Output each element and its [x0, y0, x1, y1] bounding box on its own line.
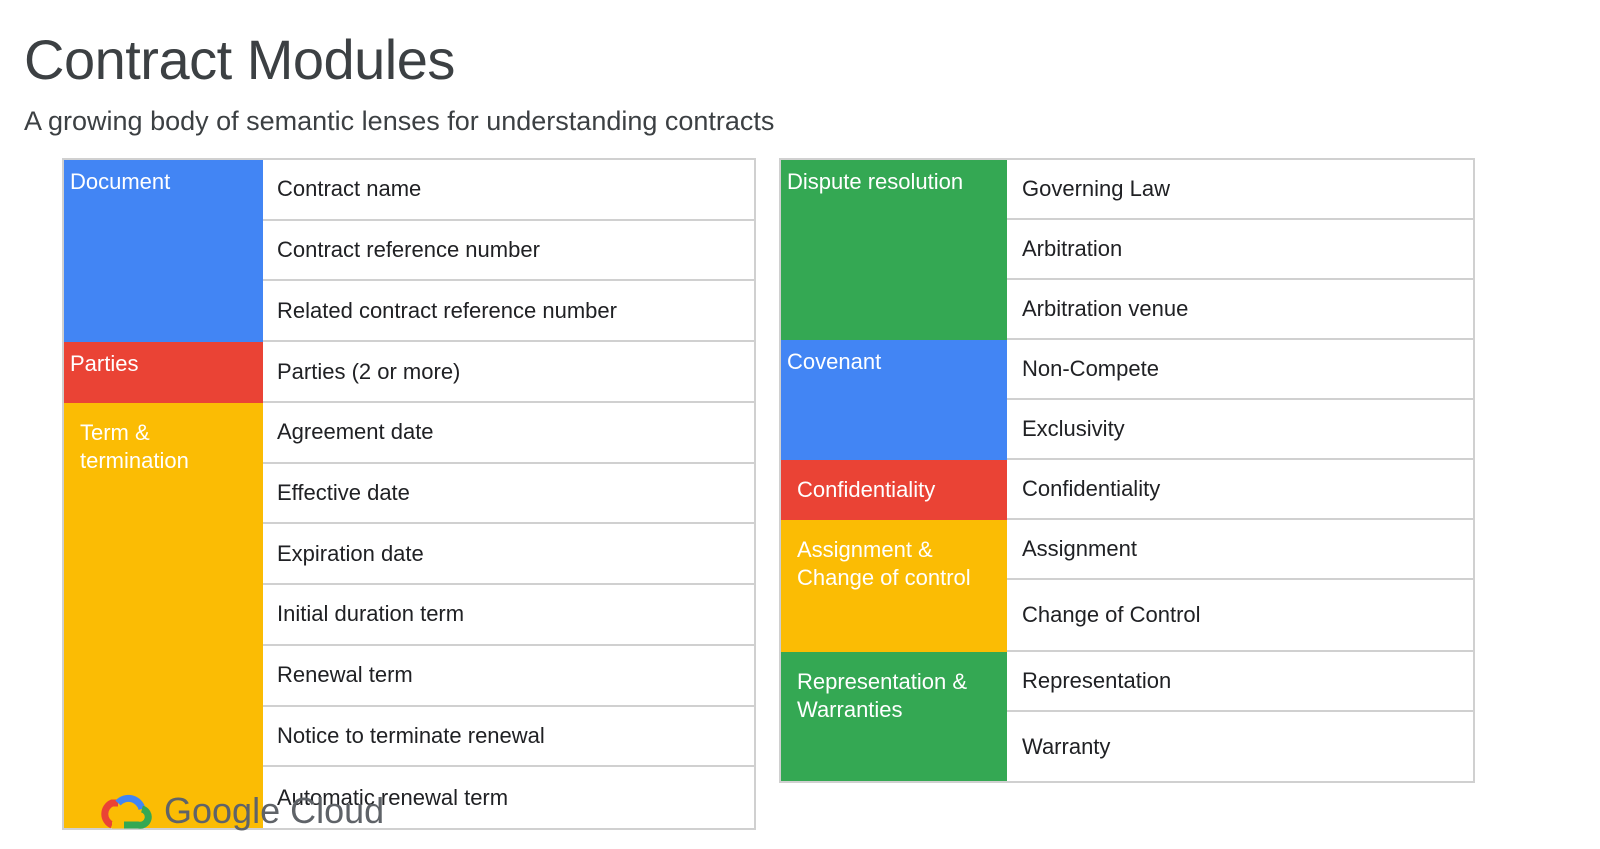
module-cell: Governing Law	[1007, 160, 1473, 220]
right-modules-table: Dispute resolution Covenant Confidential…	[779, 158, 1475, 783]
category-parties: Parties	[64, 342, 263, 403]
category-covenant: Covenant	[781, 340, 1007, 460]
module-cell: Effective date	[263, 464, 754, 525]
module-cell: Contract name	[263, 160, 754, 221]
category-confidentiality: Confidentiality	[781, 460, 1007, 520]
category-assignment: Assignment & Change of control	[781, 520, 1007, 652]
module-cell: Automatic renewal term	[277, 784, 509, 810]
logo-text: Google Cloud	[164, 790, 385, 831]
module-cell: Contract reference number	[263, 221, 754, 282]
category-term-termination: Term & termination	[64, 402, 263, 828]
module-cell: Confidentiality	[1007, 460, 1473, 520]
module-cell: Expiration date	[263, 524, 754, 586]
category-dispute-resolution: Dispute resolution	[781, 160, 1007, 340]
module-cell: Assignment	[1007, 520, 1473, 580]
module-cell: Arbitration venue	[1007, 280, 1473, 340]
module-cell: Exclusivity	[1007, 400, 1473, 460]
module-cell: Notice to terminate renewal	[263, 707, 754, 768]
cloud-logo-icon	[101, 794, 152, 829]
google-cloud-logo: Google Cloud	[98, 786, 384, 836]
module-cell: Initial duration term	[263, 585, 754, 646]
module-cell: Agreement date	[263, 403, 754, 464]
category-representation: Representation & Warranties	[781, 652, 1007, 781]
module-cell: Arbitration	[1007, 220, 1473, 280]
module-cell: Related contract reference number	[263, 281, 754, 343]
page-title: Contract Modules	[24, 28, 455, 91]
module-cell: Non-Compete	[1007, 340, 1473, 400]
module-cell: Representation	[1007, 652, 1473, 712]
left-modules-table: Document Parties Term & termination Cont…	[62, 158, 756, 830]
module-cell: Renewal term	[263, 646, 754, 707]
page-subtitle: A growing body of semantic lenses for un…	[24, 106, 775, 136]
module-cell: Change of Control	[1007, 580, 1473, 652]
category-document: Document	[64, 160, 263, 343]
module-cell: Warranty	[1022, 733, 1111, 759]
module-cell: Parties (2 or more)	[263, 342, 754, 403]
